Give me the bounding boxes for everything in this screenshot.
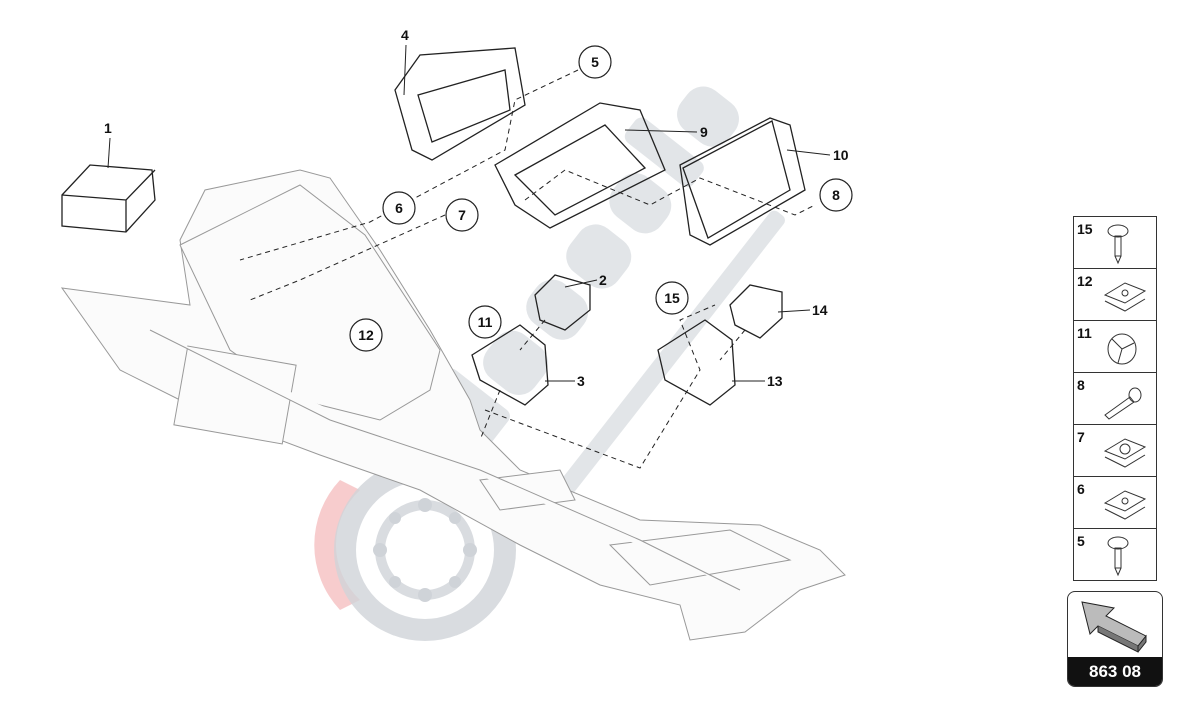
legend-number: 12 — [1077, 273, 1093, 289]
clip-nut-icon — [1103, 282, 1147, 312]
parts-diagram: 1 2 3 4 9 10 13 14 5 6 7 8 11 12 15 — [60, 27, 853, 641]
callout-3: 3 — [577, 373, 585, 389]
watermark-tagline-shape — [541, 210, 785, 517]
legend-item: 11 — [1074, 321, 1156, 373]
svg-text:8: 8 — [832, 187, 840, 203]
part-14-switch — [729, 284, 783, 339]
callout-6: 6 — [382, 191, 416, 225]
part-2-switch — [534, 274, 591, 331]
svg-text:6: 6 — [395, 200, 403, 216]
round-plug-icon — [1107, 333, 1137, 365]
callout-2: 2 — [599, 272, 607, 288]
direction-arrow-icon — [1081, 601, 1147, 653]
callout-5: 5 — [578, 45, 612, 79]
legend-number: 15 — [1077, 221, 1093, 237]
part-10-screen — [679, 117, 806, 246]
svg-text:7: 7 — [458, 207, 466, 223]
center-console — [60, 169, 846, 641]
callout-9: 9 — [700, 124, 708, 140]
legend-item: 6 — [1074, 477, 1156, 529]
legend-item: 5 — [1074, 529, 1156, 580]
legend-item: 8 — [1074, 373, 1156, 425]
part-9-bezel — [494, 102, 666, 229]
svg-text:5: 5 — [591, 54, 599, 70]
legend-number: 5 — [1077, 533, 1085, 549]
callout-13: 13 — [767, 373, 783, 389]
callout-4: 4 — [401, 27, 409, 43]
part-13-switch-assembly — [657, 319, 736, 406]
callout-11: 11 — [468, 305, 502, 339]
legend-number: 6 — [1077, 481, 1085, 497]
callout-14: 14 — [812, 302, 828, 318]
legend-item: 7 — [1074, 425, 1156, 477]
clip-nut-large-hole-icon — [1103, 438, 1147, 468]
callout-15: 15 — [655, 281, 689, 315]
legend-number: 11 — [1077, 325, 1092, 341]
callout-7: 7 — [445, 198, 479, 232]
part-4-display-frame — [394, 47, 526, 161]
legend-item: 12 — [1074, 269, 1156, 321]
reference-code: 863 08 — [1068, 657, 1162, 686]
callout-8: 8 — [819, 178, 853, 212]
fastener-legend: 15 12 11 8 7 6 5 — [1073, 216, 1157, 581]
screw-icon — [1107, 536, 1129, 577]
callout-10: 10 — [833, 147, 849, 163]
legend-item: 15 — [1074, 217, 1156, 269]
legend-number: 8 — [1077, 377, 1085, 393]
clip-nut-icon — [1103, 490, 1147, 520]
leader-lines — [107, 44, 831, 382]
part-3-switch-assembly — [471, 324, 549, 406]
svg-text:15: 15 — [664, 290, 680, 306]
callout-1: 1 — [104, 120, 112, 136]
assembly-lines — [239, 69, 816, 469]
reference-box[interactable]: 863 08 — [1067, 591, 1163, 687]
part-1-switch-block — [61, 164, 156, 233]
callout-12: 12 — [349, 318, 383, 352]
screw-icon — [1107, 224, 1129, 265]
svg-text:12: 12 — [358, 327, 374, 343]
bolt-icon — [1104, 387, 1142, 420]
legend-number: 7 — [1077, 429, 1085, 445]
svg-text:11: 11 — [478, 314, 493, 330]
